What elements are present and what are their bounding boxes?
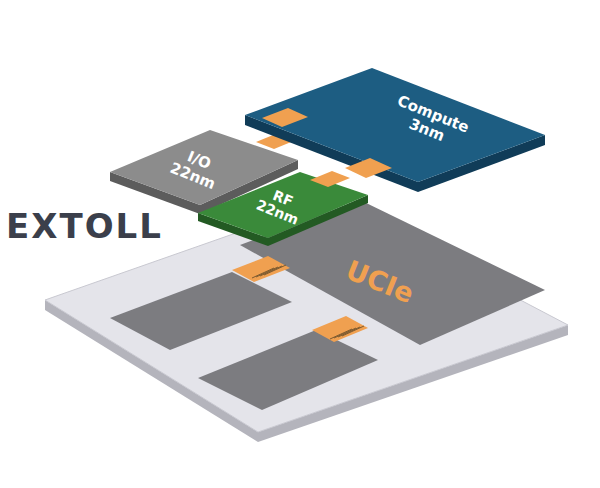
chip-outline	[245, 68, 545, 192]
bump-wire	[264, 265, 286, 275]
contact-pad	[310, 171, 350, 187]
compute-chiplet: Compute 3nm	[245, 68, 545, 192]
bump-wire	[334, 328, 356, 338]
bump-wire	[256, 267, 278, 277]
top-face	[198, 172, 368, 238]
contact-pad	[262, 108, 308, 127]
contact-pad	[110, 272, 292, 350]
bump-wire	[252, 268, 274, 278]
bump-wire	[342, 326, 364, 336]
rf-chiplet: RF 22nm	[198, 172, 368, 246]
contact-pad	[198, 330, 378, 410]
bump-wire	[338, 327, 360, 337]
company-logo: EXTOLL	[6, 206, 163, 246]
bump-wire	[330, 329, 352, 339]
bump-wire	[260, 266, 282, 276]
contact-pad	[345, 158, 392, 178]
top-face	[245, 68, 545, 182]
contact-pad	[232, 256, 290, 282]
contact-pad	[312, 316, 368, 342]
